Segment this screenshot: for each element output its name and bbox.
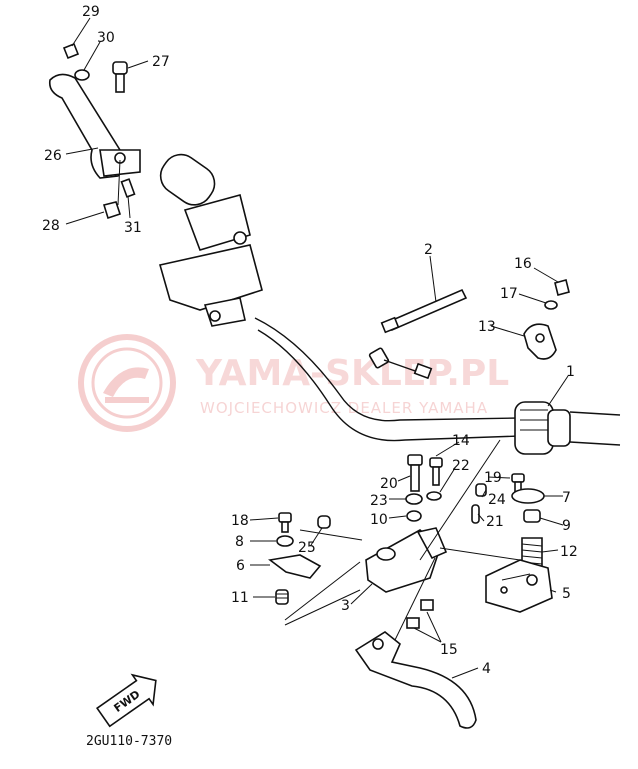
watermark-main: YAMA-SKLEP.PL	[195, 353, 509, 394]
handlebar	[159, 153, 621, 446]
callout-7: 7	[562, 490, 571, 506]
watermark-sub: WOJCIECHOWICZ DEALER YAMAHA	[200, 399, 488, 417]
guide-lines	[284, 439, 521, 641]
callout-30: 30	[97, 30, 115, 46]
fwd-direction-arrow: FWD	[96, 673, 157, 728]
part-15-nuts	[406, 599, 434, 629]
part-26-lever	[48, 73, 141, 179]
callout-1: 1	[566, 364, 575, 380]
part-16-17	[544, 279, 570, 310]
callout-16: 16	[514, 256, 532, 272]
callout-13: 13	[478, 319, 496, 335]
callout-18: 18	[231, 513, 249, 529]
watermark-logo	[78, 334, 176, 432]
left-small-parts	[268, 512, 331, 605]
callout-3: 3	[341, 598, 350, 614]
cable-end	[368, 347, 433, 380]
part-1-holder	[514, 401, 571, 455]
callout-8: 8	[235, 534, 244, 550]
watermark: YAMA-SKLEP.PL WOJCIECHOWICZ DEALER YAMAH…	[78, 334, 509, 432]
callout-12: 12	[560, 544, 578, 560]
callout-20: 20	[380, 476, 398, 492]
callout-labels: 29 30 27 26 28 31 2 16 17 13 1 14 20 22 …	[42, 4, 578, 677]
callout-17: 17	[500, 286, 518, 302]
callout-24: 24	[488, 492, 506, 508]
callout-9: 9	[562, 518, 571, 534]
part-28-31	[102, 178, 136, 220]
callout-14: 14	[452, 433, 470, 449]
bolts-center	[405, 454, 443, 522]
callout-21: 21	[486, 514, 504, 530]
callout-28: 28	[42, 218, 60, 234]
part-13-clamp	[523, 323, 557, 360]
callout-27: 27	[152, 54, 170, 70]
switch-parts	[471, 473, 545, 569]
callout-19: 19	[484, 470, 502, 486]
left-perch-assembly	[158, 194, 263, 327]
part-29-30-screw	[62, 42, 90, 81]
callout-11: 11	[231, 590, 249, 606]
part-4-lever	[354, 631, 477, 729]
callout-31: 31	[124, 220, 142, 236]
callout-6: 6	[236, 558, 245, 574]
callout-15: 15	[440, 642, 458, 658]
callout-29: 29	[82, 4, 100, 20]
callout-25: 25	[298, 540, 316, 556]
callout-10: 10	[370, 512, 388, 528]
part-3-perch	[365, 527, 448, 593]
callout-23: 23	[370, 493, 388, 509]
diagram-code: 2GU110-7370	[86, 734, 172, 749]
part-5-switch	[485, 559, 553, 613]
callout-4: 4	[482, 661, 491, 677]
callout-5: 5	[562, 586, 571, 602]
callout-26: 26	[44, 148, 62, 164]
part-2-strap	[380, 288, 468, 334]
part-27-bolt	[112, 61, 128, 93]
callout-2: 2	[424, 242, 433, 258]
leader-lines	[65, 17, 569, 679]
callout-22: 22	[452, 458, 470, 474]
